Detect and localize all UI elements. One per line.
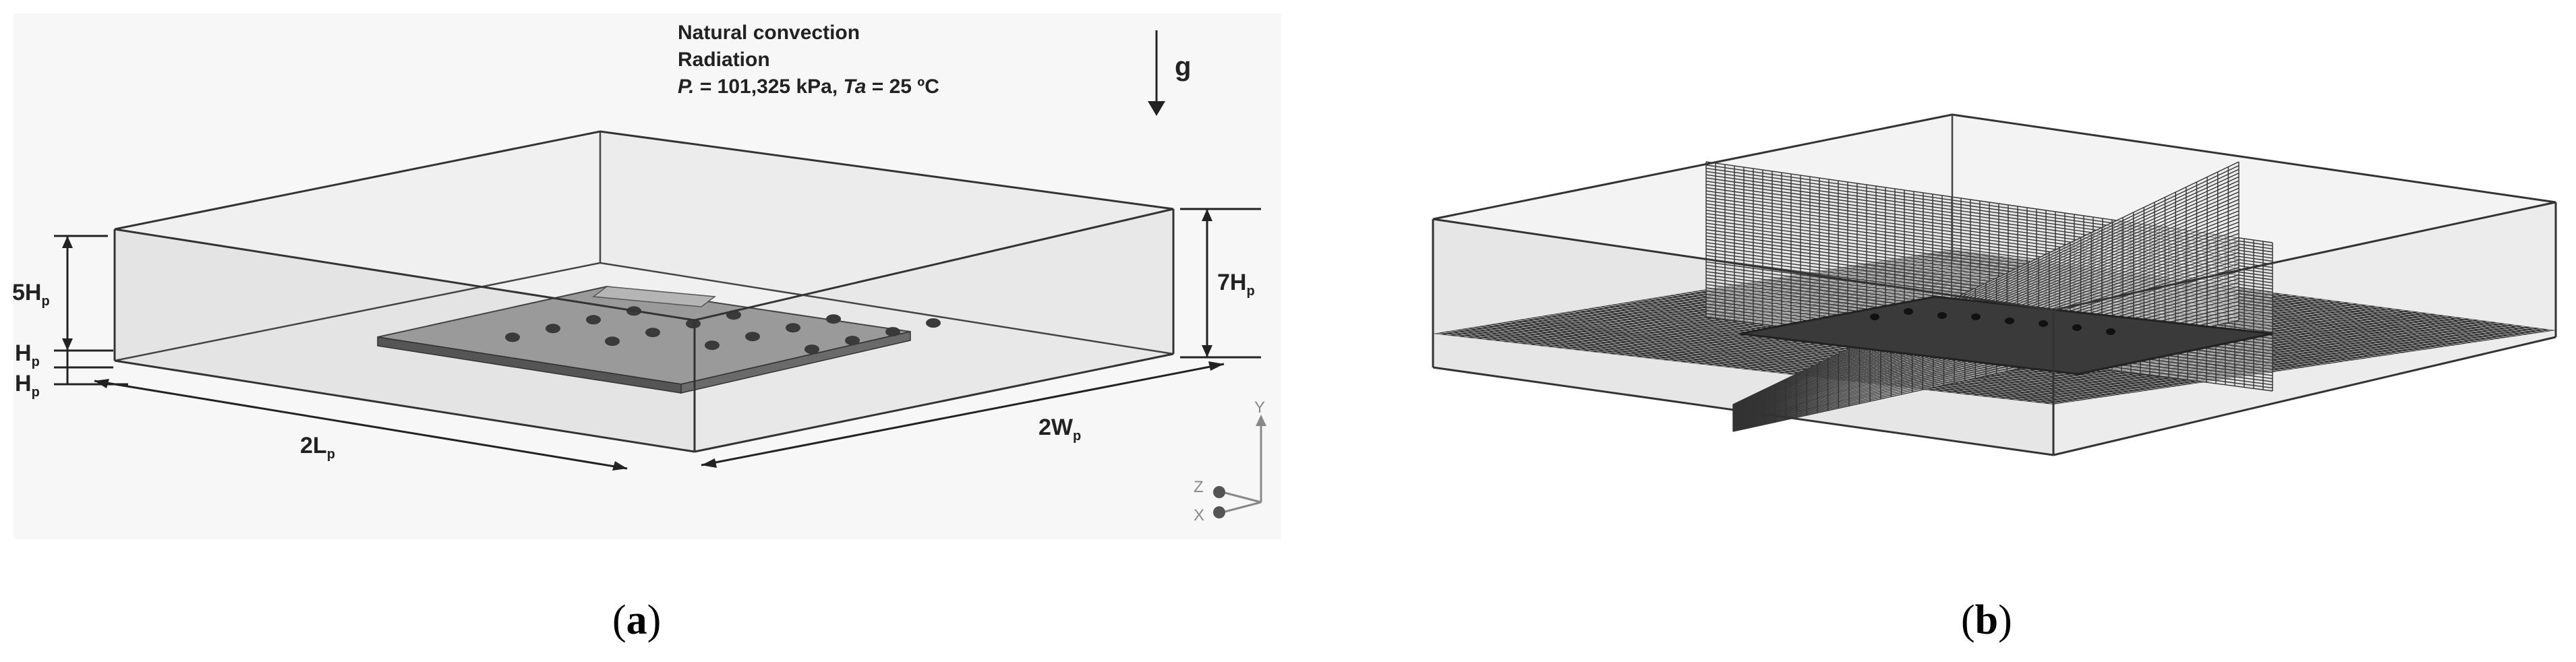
enclosure-front-left-bottom-edge [114,359,695,453]
axis-y-label: Y [1254,398,1265,417]
temperature-symbol: Ta [844,76,867,98]
heat-source-bump [1971,313,1981,320]
condition-radiation: Radiation [678,49,770,71]
heat-source-bump [605,336,620,347]
condition-natural-convection: Natural convection [678,22,860,44]
condition-pressure-temperature: P. = 101,325 kPa, Ta = 25 ºC [678,76,939,98]
temperature-value: = 25 ºC [866,76,939,98]
mesh-grid-line [1732,169,2240,407]
mesh-grid-line [1732,183,2240,409]
dim-2wp-line [701,363,1225,467]
panel-b: (b) [1432,113,2557,643]
heat-source-bump [1870,313,1879,320]
gravity-label: g [1175,52,1191,82]
dim-5hp-arrow-top [62,236,73,248]
raised-plate-region [591,286,717,307]
heat-source-bump [705,340,720,351]
heat-source-bump [845,336,860,346]
axis-z-marker [1213,486,1225,498]
dim-7hp-arrow-bottom [1202,345,1212,357]
caption-a: (a) [612,597,661,643]
dim-label-2wp: 2Wp [1038,415,1081,444]
panel-a: Natural convection Radiation P. = 101,32… [12,13,1281,643]
caption-b-open: ( [1961,597,1975,643]
heat-source-bump [645,328,660,338]
gravity-arrow-head [1148,101,1165,116]
dim-hp-lower-sub: p [32,385,40,400]
dim-2wp-sub: p [1073,429,1081,444]
dim-hp-lower-main: H [15,371,32,396]
mesh-grid-line [1732,164,2240,406]
floor-mesh-line [2026,326,2530,402]
dim-5hp-arrow-bottom [62,338,73,351]
heat-source-bump [804,344,819,355]
mesh-grid-line [1732,187,2240,410]
dim-hp-upper-main: H [15,340,32,366]
caption-b: (b) [1961,597,2012,643]
mesh-grid-line [1732,180,2240,409]
heat-source-bump [885,327,900,337]
heat-source-bump [586,315,601,325]
enclosure-b-front-left-bottom [1432,366,2054,456]
heat-source-bump [546,324,560,334]
dim-2lp-sub: p [327,447,335,462]
heat-source-bump [2039,320,2048,327]
dim-label-hp-upper: Hp [15,340,40,369]
dim-hp-upper-sub: p [32,355,40,369]
heat-source-bump [1904,308,1913,315]
heat-source-bump [686,319,701,329]
caption-b-close: ) [1998,597,2012,643]
heat-source-bump [505,332,520,342]
dim-2wp-main: 2W [1038,415,1074,440]
dim-label-7hp: 7Hp [1217,270,1255,299]
heat-source-bump [745,332,760,342]
heat-source-bump [2072,324,2082,331]
enclosure-b-front-right-bottom [2053,336,2556,456]
mesh-grid-line [1732,173,2240,407]
pressure-value: = 101,325 kPa, [694,76,843,98]
dim-2lp-main: 2L [300,433,327,458]
floor-mesh-line [2035,327,2539,403]
dim-7hp-main: 7H [1217,270,1246,295]
floor-mesh-line [2044,328,2548,404]
dim-2lp-line [94,380,628,470]
coordinate-axes: Y Z X [1194,398,1266,524]
heat-source-bump [826,314,841,324]
heat-source-bump [926,318,941,328]
caption-a-letter: a [626,597,647,643]
mesh-grid-line [1732,161,2240,405]
dim-label-hp-lower: Hp [15,371,40,400]
dim-2wp-arrow-right [1208,361,1224,371]
dim-2wp-arrow-left [701,458,717,468]
heat-source-bump [786,323,800,333]
pressure-symbol: P. [678,76,694,98]
axis-x-label: X [1194,506,1204,524]
heat-source-bump [1937,312,1947,319]
dim-7hp-arrow-top [1202,209,1212,221]
enclosure-right-face [695,209,1173,452]
axis-y-arrow [1256,415,1266,426]
dim-2lp-arrow-right [612,461,627,471]
dim-label-2lp: 2Lp [300,433,335,462]
caption-b-letter: b [1975,597,1998,643]
dim-5hp-main: 5H [12,280,41,305]
heat-source-bump [2005,318,2014,324]
enclosure-back-left-bottom-edge [114,262,601,362]
enclosure-back-right-bottom-edge [599,262,1174,355]
mesh-grid-line [1732,176,2240,408]
dim-5hp-sub: p [41,294,49,309]
heat-source-bump [2106,328,2115,335]
dim-7hp-sub: p [1246,284,1254,299]
caption-a-open: ( [612,597,626,643]
axis-z-label: Z [1194,478,1204,496]
heat-source-elements-b [1870,308,2115,335]
caption-a-close: ) [647,597,662,643]
dim-label-5hp: 5Hp [12,280,50,309]
enclosure-front-right-bottom-edge [694,353,1174,453]
axis-x-marker [1213,506,1225,518]
plate-right-side [680,331,911,394]
dim-2lp-arrow-left [94,379,109,388]
